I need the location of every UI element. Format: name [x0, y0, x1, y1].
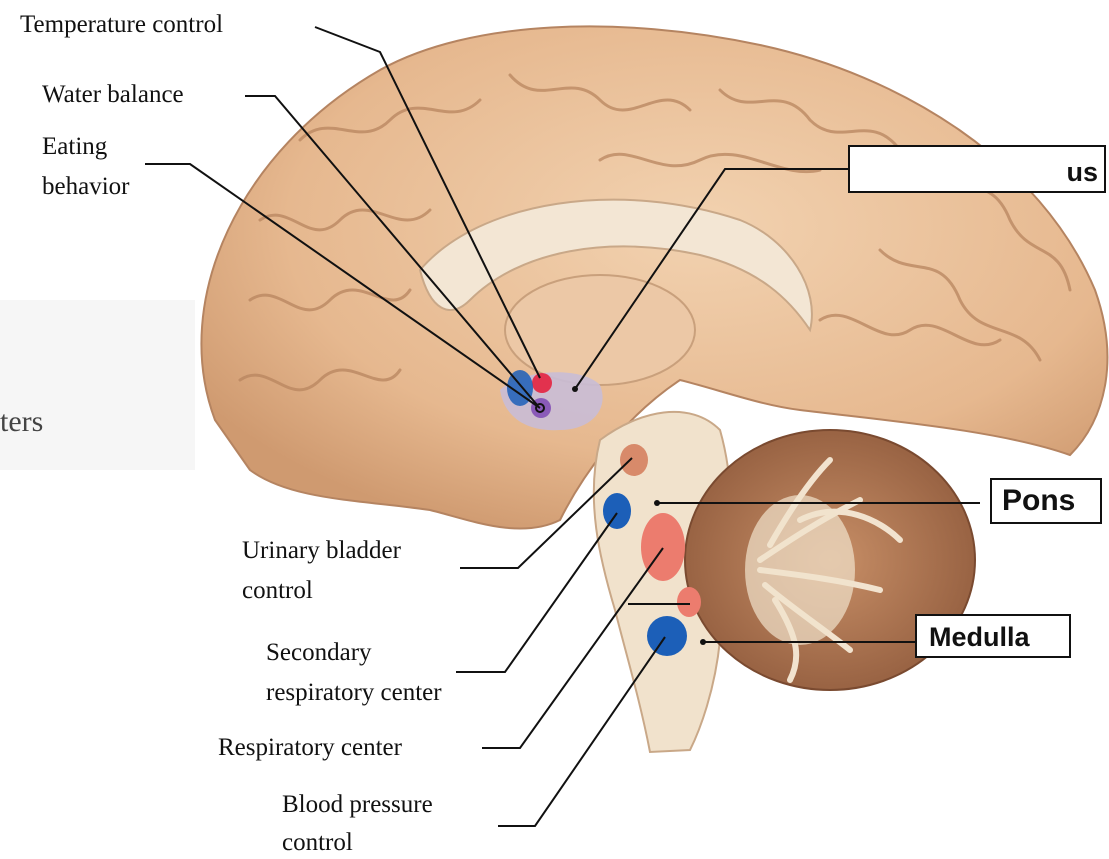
- label-blood-pressure-line1: Blood pressure: [282, 790, 433, 820]
- label-temperature-control: Temperature control: [20, 10, 223, 40]
- pons-box: Pons: [990, 478, 1102, 524]
- label-eating-line2: behavior: [42, 172, 129, 202]
- label-urinary-line1: Urinary bladder: [242, 536, 401, 566]
- water-balance-center: [532, 373, 552, 393]
- thalamus: [505, 275, 695, 385]
- label-eating-line1: Eating: [42, 132, 107, 162]
- medulla-box: Medulla: [915, 614, 1071, 658]
- label-water-balance: Water balance: [42, 80, 184, 110]
- label-blood-pressure-line2: control: [282, 828, 353, 858]
- hypothalamus-box-text: us: [1066, 157, 1098, 188]
- label-secondary-line1: Secondary: [266, 638, 372, 668]
- urinary-bladder-center: [620, 444, 648, 476]
- label-urinary-line2: control: [242, 576, 313, 606]
- respiratory-lower: [677, 587, 701, 617]
- label-respiratory-center: Respiratory center: [218, 733, 402, 763]
- blood-pressure-center: [647, 616, 687, 656]
- secondary-respiratory-center: [603, 493, 631, 529]
- hypothalamus-box: us: [848, 145, 1106, 193]
- label-secondary-line2: respiratory center: [266, 678, 442, 708]
